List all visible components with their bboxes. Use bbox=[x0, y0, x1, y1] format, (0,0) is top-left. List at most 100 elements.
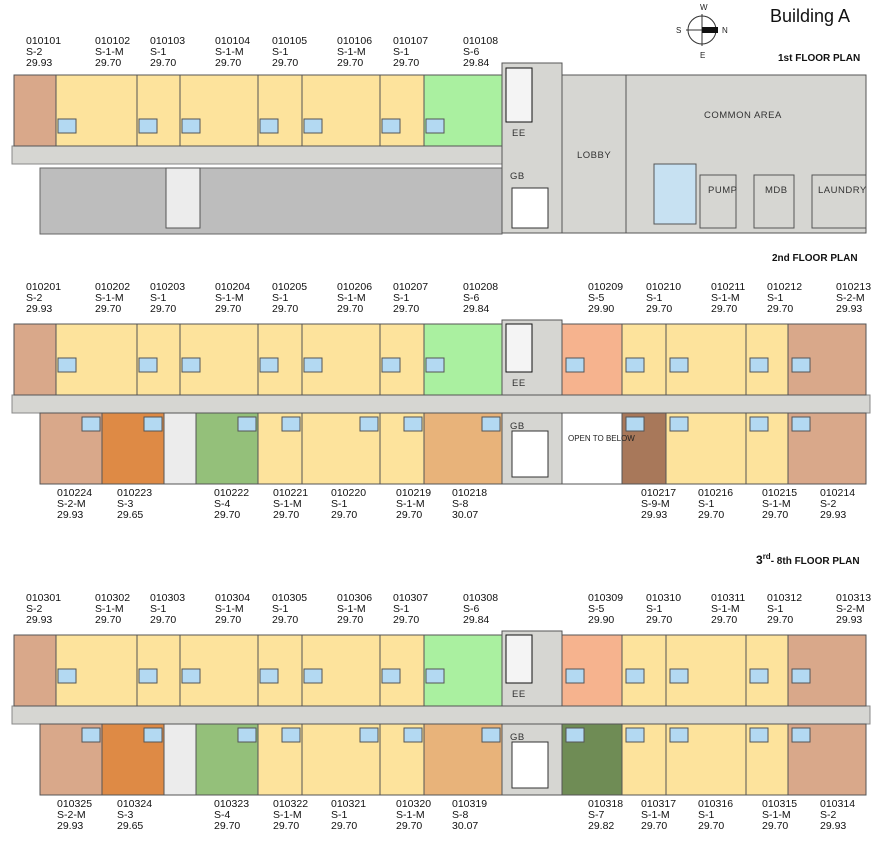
bath-icon bbox=[425, 668, 445, 684]
unit-label-010304-type: S-1-M bbox=[215, 603, 244, 615]
unit-label-010218-area: 30.07 bbox=[452, 509, 478, 521]
unit-label-010318-type: S-7 bbox=[588, 809, 605, 821]
unit-label-010323-type: S-4 bbox=[214, 809, 231, 821]
unit-label-010206-id: 010206 bbox=[337, 281, 372, 293]
unit-label-010214-id: 010214 bbox=[820, 487, 855, 499]
unit-label-010305-area: 29.70 bbox=[272, 614, 298, 626]
compass-n: N bbox=[722, 26, 728, 35]
bath-icon bbox=[749, 668, 769, 684]
unit-label-010107-id: 010107 bbox=[393, 35, 428, 47]
bath-icon bbox=[57, 118, 77, 134]
unit-label-010105-type: S-1 bbox=[272, 46, 289, 58]
unit-label-010306-area: 29.70 bbox=[337, 614, 363, 626]
unit-label-010309-id: 010309 bbox=[588, 592, 623, 604]
unit-label-010317-type: S-1-M bbox=[641, 809, 670, 821]
room-lobby: LOBBY bbox=[577, 150, 611, 161]
unit-label-010324-type: S-3 bbox=[117, 809, 134, 821]
unit-label-010102-area: 29.70 bbox=[95, 57, 121, 69]
corridor-floor-1 bbox=[11, 145, 569, 165]
unit-label-010108-type: S-6 bbox=[463, 46, 480, 58]
compass-w: W bbox=[700, 3, 708, 12]
bath-icon bbox=[625, 357, 645, 373]
unit-label-010108-id: 010108 bbox=[463, 35, 498, 47]
bath-icon bbox=[565, 727, 585, 743]
stair-icon bbox=[165, 167, 201, 229]
bath-icon bbox=[669, 357, 689, 373]
unit-label-010203-area: 29.70 bbox=[150, 303, 176, 315]
unit-label-010319-id: 010319 bbox=[452, 798, 487, 810]
bath-icon bbox=[625, 416, 645, 432]
unit-010106 bbox=[301, 74, 381, 147]
unit-label-010101-id: 010101 bbox=[26, 35, 61, 47]
unit-label-010309-type: S-5 bbox=[588, 603, 605, 615]
unit-label-010103-id: 010103 bbox=[150, 35, 185, 47]
unit-label-010209-id: 010209 bbox=[588, 281, 623, 293]
unit-label-010319-area: 30.07 bbox=[452, 820, 478, 832]
bath-icon bbox=[791, 727, 811, 743]
bath-icon bbox=[259, 668, 279, 684]
unit-label-010206-area: 29.70 bbox=[337, 303, 363, 315]
unit-label-010103-area: 29.70 bbox=[150, 57, 176, 69]
unit-label-010301-type: S-2 bbox=[26, 603, 43, 615]
unit-label-010301-id: 010301 bbox=[26, 592, 61, 604]
unit-label-010221-area: 29.70 bbox=[273, 509, 299, 521]
unit-label-010320-type: S-1-M bbox=[396, 809, 425, 821]
unit-label-010315-area: 29.70 bbox=[762, 820, 788, 832]
compass-s: S bbox=[676, 26, 681, 35]
unit-label-010308-id: 010308 bbox=[463, 592, 498, 604]
unit-label-010316-type: S-1 bbox=[698, 809, 715, 821]
parking-strip bbox=[39, 167, 503, 235]
unit-label-010325-area: 29.93 bbox=[57, 820, 83, 832]
unit-label-010201-area: 29.93 bbox=[26, 303, 52, 315]
compass-icon: W N S E bbox=[676, 3, 728, 60]
unit-label-010319-type: S-8 bbox=[452, 809, 469, 821]
unit-label-010207-type: S-1 bbox=[393, 292, 410, 304]
unit-label-010217-area: 29.93 bbox=[641, 509, 667, 521]
unit-label-010317-id: 010317 bbox=[641, 798, 676, 810]
unit-label-010322-area: 29.70 bbox=[273, 820, 299, 832]
unit-label-010104-area: 29.70 bbox=[215, 57, 241, 69]
unit-label-010216-area: 29.70 bbox=[698, 509, 724, 521]
unit-label-010224-type: S-2-M bbox=[57, 498, 86, 510]
unit-label-010301-area: 29.93 bbox=[26, 614, 52, 626]
unit-label-010219-area: 29.70 bbox=[396, 509, 422, 521]
bath-icon bbox=[625, 668, 645, 684]
bath-icon bbox=[749, 727, 769, 743]
unit-label-010207-id: 010207 bbox=[393, 281, 428, 293]
unit-010107 bbox=[379, 74, 425, 147]
mdb-room bbox=[753, 174, 795, 229]
stair-icon bbox=[511, 187, 549, 229]
unit-label-010106-area: 29.70 bbox=[337, 57, 363, 69]
unit-label-010216-id: 010216 bbox=[698, 487, 733, 499]
bath-icon bbox=[259, 118, 279, 134]
room-pump: PUMP bbox=[708, 185, 737, 196]
unit-label-010310-id: 010310 bbox=[646, 592, 681, 604]
unit-label-010108-area: 29.84 bbox=[463, 57, 489, 69]
unit-label-010106-type: S-1-M bbox=[337, 46, 366, 58]
unit-label-010325-type: S-2-M bbox=[57, 809, 86, 821]
unit-label-010220-id: 010220 bbox=[331, 487, 366, 499]
bath-icon bbox=[57, 668, 77, 684]
unit-010103 bbox=[136, 74, 181, 147]
unit-label-010202-area: 29.70 bbox=[95, 303, 121, 315]
unit-label-010312-type: S-1 bbox=[767, 603, 784, 615]
unit-label-010206-type: S-1-M bbox=[337, 292, 366, 304]
unit-label-010205-type: S-1 bbox=[272, 292, 289, 304]
unit-label-010315-id: 010315 bbox=[762, 798, 797, 810]
unit-label-010320-id: 010320 bbox=[396, 798, 431, 810]
unit-label-010318-id: 010318 bbox=[588, 798, 623, 810]
unit-label-010303-type: S-1 bbox=[150, 603, 167, 615]
unit-010105 bbox=[257, 74, 303, 147]
unit-label-010215-type: S-1-M bbox=[762, 498, 791, 510]
unit-label-010212-id: 010212 bbox=[767, 281, 802, 293]
unit-label-010209-area: 29.90 bbox=[588, 303, 614, 315]
unit-label-010107-type: S-1 bbox=[393, 46, 410, 58]
unit-label-010204-area: 29.70 bbox=[215, 303, 241, 315]
unit-label-010303-area: 29.70 bbox=[150, 614, 176, 626]
unit-label-010302-id: 010302 bbox=[95, 592, 130, 604]
unit-label-010307-id: 010307 bbox=[393, 592, 428, 604]
room-ee-3: EE bbox=[512, 689, 526, 700]
bath-icon bbox=[381, 357, 401, 373]
unit-label-010307-type: S-1 bbox=[393, 603, 410, 615]
unit-label-010213-id: 010213 bbox=[836, 281, 871, 293]
